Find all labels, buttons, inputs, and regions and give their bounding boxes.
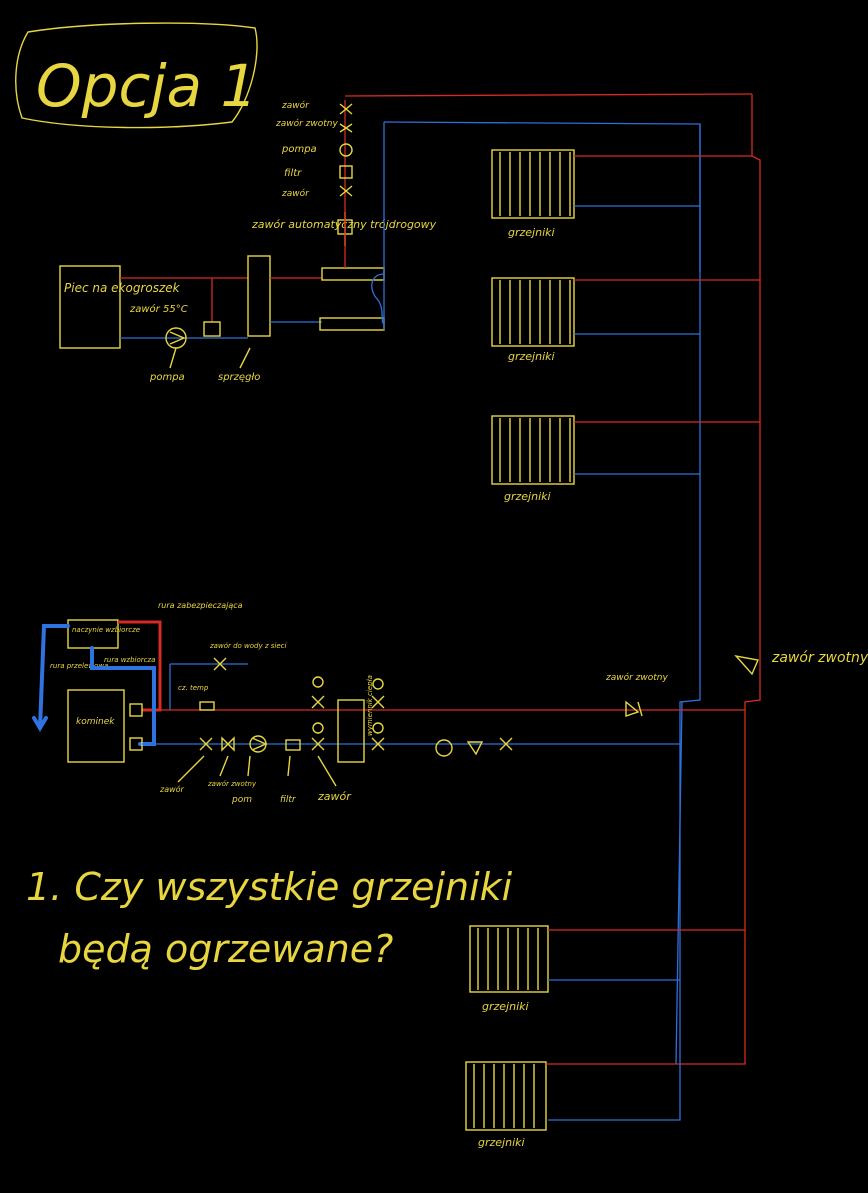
pump-label: pompa [149, 372, 185, 383]
pump-label-top: pompa [281, 144, 317, 155]
return-fitting-labels: zawór zawór zwotny pom filtr zawór [159, 755, 352, 805]
three-way-valve: zawór automatyczny trójdrogowy [251, 212, 437, 246]
radiator-label-4: grzejniki [482, 1000, 529, 1013]
check-valve-right: zawór zwotny [734, 650, 868, 676]
valve-label-top: zawór [281, 100, 310, 111]
radiator-2: grzejniki [491, 277, 760, 363]
question-line-1: 1. Czy wszystkie grzejniki [26, 865, 513, 909]
title-frame: Opcja 1 [15, 22, 258, 129]
safety-pipe [118, 620, 162, 712]
radiator-label-2: grzejniki [508, 350, 555, 363]
hydraulic-coupler: sprzęgło [218, 255, 271, 383]
boiler: Piec na ekogroszek [59, 265, 181, 349]
return-fittings [199, 722, 513, 757]
fitting-label-1: zawór [159, 784, 185, 794]
heat-exchanger-label: wymiennik ciepła [366, 675, 374, 736]
fitting-label-2: zawór zwotny [207, 780, 257, 788]
check-valve-label-top: zawór zwotny [275, 118, 338, 129]
mains-water-valve-icon [213, 657, 227, 671]
expansion-tank: naczynie wzbiorcze [67, 619, 140, 649]
main-return-riser [548, 124, 701, 1121]
top-supply-pipe [344, 93, 753, 97]
radiator-4: grzejniki [469, 925, 745, 1013]
radiator-label-1: grzejniki [508, 226, 555, 239]
supply-fittings [311, 676, 385, 709]
temp-sensor-label: cz. temp [178, 684, 209, 692]
coupler-label: sprzęgło [218, 372, 260, 383]
page-title: Opcja 1 [36, 52, 257, 120]
main-supply-riser [676, 94, 761, 1065]
overflow-pipe-label: rura przelewowa [50, 662, 108, 670]
radiator-label-3: grzejniki [504, 490, 551, 503]
check-valve-right-label: zawór zwotny [771, 650, 868, 666]
radiator-5: grzejniki [465, 1061, 676, 1149]
valve-stack: zawór zawór zwotny pompa filtr zawór [275, 100, 353, 199]
radiator-label-5: grzejniki [478, 1136, 525, 1149]
boiler-label: Piec na ekogroszek [64, 281, 181, 295]
valve-55-label: zawór 55°C [129, 303, 188, 315]
top-return-pipe [383, 121, 701, 272]
fireplace: kominek [67, 689, 143, 763]
temp-sensor-icon: cz. temp [178, 684, 215, 711]
manifold [319, 267, 385, 331]
radiator-1: grzejniki [491, 149, 752, 239]
safety-pipe-label: rura zabezpieczająca [158, 601, 243, 610]
expansion-pipe-label: rura wzbiorcza [104, 656, 155, 664]
heat-exchanger: wymiennik ciepła [337, 675, 374, 763]
fitting-label-3: pom [231, 795, 252, 805]
thermostatic-valve: zawór 55°C [129, 303, 221, 337]
three-way-valve-label: zawór automatyczny trójdrogowy [251, 218, 437, 231]
fireplace-label: kominek [76, 717, 115, 727]
check-valve-mid-label: zawór zwotny [605, 672, 668, 683]
overflow-pipe [38, 624, 70, 730]
fitting-label-4: filtr [280, 795, 297, 805]
filter-label-top: filtr [284, 168, 302, 179]
radiator-3: grzejniki [491, 415, 760, 503]
valve-label-mid: zawór [281, 188, 310, 199]
mains-water-label: zawór do wody z sieci [209, 642, 286, 650]
check-valve-mid: zawór zwotny [605, 672, 668, 717]
boiler-pump-icon: pompa [149, 327, 187, 383]
question-line-2: będą ogrzewane? [58, 927, 393, 971]
fitting-label-5: zawór [317, 790, 352, 803]
expansion-tank-label: naczynie wzbiorcze [72, 626, 140, 634]
